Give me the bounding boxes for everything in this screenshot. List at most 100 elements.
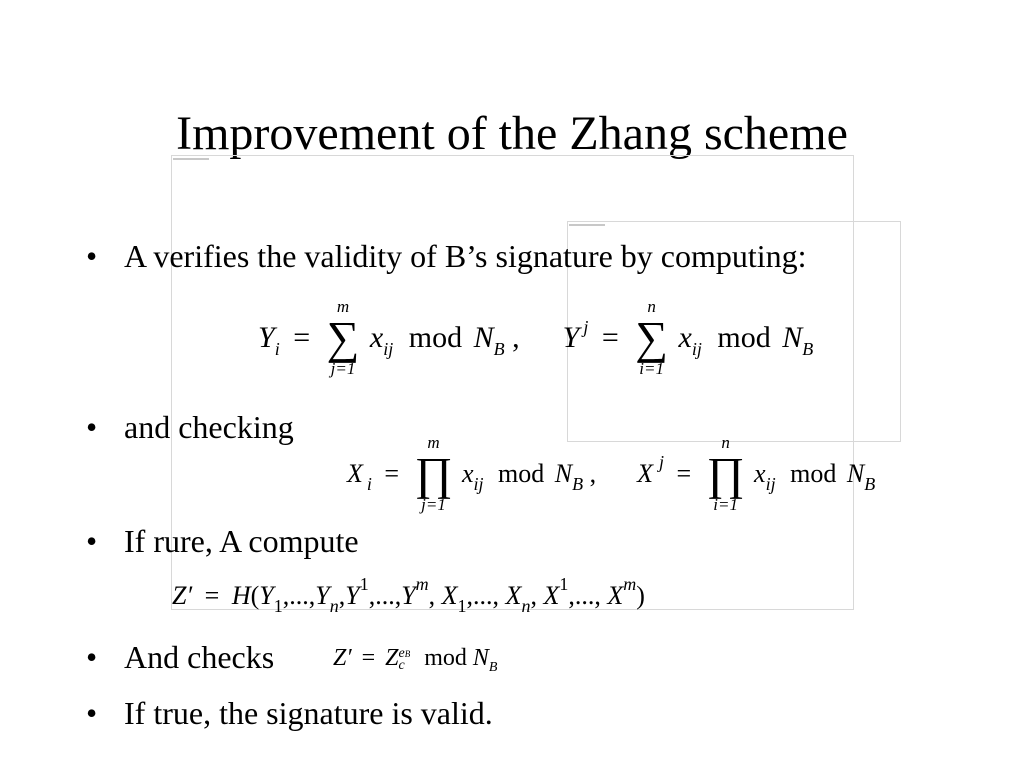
summation-operator: m ∑ j=1: [327, 298, 360, 378]
lower-limit: j=1: [330, 359, 356, 378]
modulus: N: [472, 645, 489, 671]
subscript: ij: [383, 339, 394, 359]
modulus: N: [846, 459, 865, 488]
comma: ,: [338, 581, 346, 610]
subscript: B: [802, 339, 814, 359]
subscript: n: [329, 596, 339, 616]
bullet-marker: •: [86, 238, 98, 274]
bullet-item: • If rure, A compute: [86, 521, 359, 561]
var-z-prime: Z′: [333, 645, 352, 671]
superscript: m: [415, 574, 429, 594]
close-paren: ): [636, 581, 645, 610]
upper-limit: n: [647, 297, 656, 316]
check-equation: Z′ = Z eB c mod NB: [333, 645, 497, 675]
subscript: ij: [473, 474, 484, 494]
subscript: i: [274, 339, 280, 359]
equals-sign: =: [676, 459, 692, 488]
subscript: B: [864, 474, 876, 494]
mod-operator: mod: [790, 459, 837, 488]
var-x: X: [637, 459, 653, 488]
var-x: x: [754, 459, 766, 488]
var-y: Y: [562, 321, 580, 354]
ellipsis: ,...,: [568, 581, 601, 610]
var-z: Z: [385, 645, 399, 671]
placeholder-frame: [567, 221, 901, 442]
subscript: B: [404, 648, 411, 659]
var-x: X: [505, 581, 522, 610]
bullet-item: •If true, the signature is valid.: [86, 693, 493, 733]
subscript: B: [488, 660, 498, 675]
hash-function: H: [231, 581, 251, 610]
ellipsis: ,...,: [368, 581, 402, 610]
var-y: Y: [258, 321, 275, 354]
summation-operator: n ∑ i=1: [635, 298, 668, 378]
superscript: j: [658, 452, 664, 472]
lower-limit: i=1: [713, 495, 738, 514]
equals-sign: =: [361, 645, 376, 671]
subscript: B: [572, 474, 584, 494]
bullet-item: • And checks: [86, 637, 274, 677]
slide-title: Improvement of the Zhang scheme: [176, 107, 848, 160]
open-paren: (: [250, 581, 260, 610]
ellipsis: ,...,: [466, 581, 500, 610]
bullet-marker: •: [86, 409, 98, 445]
mod-operator: mod: [408, 321, 463, 354]
upper-limit: n: [721, 433, 730, 452]
var-x: X: [607, 581, 624, 610]
superscript: m: [623, 574, 637, 594]
equals-sign: =: [601, 321, 619, 354]
upper-limit: m: [427, 433, 440, 452]
bullet-marker: •: [86, 695, 98, 731]
lower-limit: i=1: [639, 359, 664, 378]
bullet-text: And checks: [124, 639, 275, 675]
pi-symbol: ∏: [414, 448, 453, 499]
var-x: X: [543, 581, 560, 610]
bullet-marker: •: [86, 523, 98, 559]
subscript: B: [493, 339, 505, 359]
superscript: j: [583, 317, 589, 337]
pi-symbol: ∏: [706, 448, 745, 499]
subscript: i: [366, 474, 372, 494]
modulus: N: [782, 321, 803, 354]
subscript: 1: [457, 596, 467, 616]
lower-limit: j=1: [421, 495, 446, 514]
upper-limit: m: [336, 297, 350, 316]
bullet-item: • A verifies the validity of B’s signatur…: [86, 236, 807, 276]
ellipsis: ,...,: [282, 581, 316, 610]
var-y: Y: [315, 581, 330, 610]
var-x: X: [347, 459, 363, 488]
exponent: e: [398, 645, 405, 661]
product-operator: n ∏ i=1: [707, 434, 745, 514]
superscript: 1: [359, 574, 369, 594]
var-x: X: [441, 581, 458, 610]
comma: ,: [428, 581, 436, 610]
var-x: x: [461, 459, 474, 488]
var-z-prime: Z′: [172, 581, 193, 610]
modulus: N: [554, 459, 573, 488]
mod-operator: mod: [424, 645, 467, 671]
bullet-item: • and checking: [86, 407, 294, 447]
mod-operator: mod: [717, 321, 771, 354]
frame-marker: [173, 158, 209, 160]
superscript: 1: [559, 574, 569, 594]
bullet-text: If rure, A compute: [124, 523, 359, 559]
var-y: Y: [401, 581, 416, 610]
subscript: c: [398, 657, 405, 673]
product-operator: m ∏ j=1: [415, 434, 453, 514]
modulus: N: [473, 321, 494, 354]
bullet-text: and checking: [124, 409, 294, 445]
mod-operator: mod: [498, 459, 545, 488]
comma: ,: [589, 459, 597, 488]
subscript: ij: [691, 339, 702, 359]
subscript: ij: [765, 474, 776, 494]
var-x: x: [678, 321, 692, 354]
var-y: Y: [259, 581, 274, 610]
placeholder-frame: [171, 155, 854, 610]
sigma-symbol: ∑: [326, 312, 360, 363]
comma: ,: [530, 581, 537, 610]
equals-sign: =: [293, 321, 311, 354]
bullet-text: A verifies the validity of B’s signature…: [124, 238, 807, 274]
hash-equation: Z′ = H(Y1,...,Yn,Y1,...,Ym, X1,..., Xn, …: [172, 575, 645, 615]
subscript: n: [521, 596, 531, 616]
bullet-marker: •: [86, 639, 98, 675]
